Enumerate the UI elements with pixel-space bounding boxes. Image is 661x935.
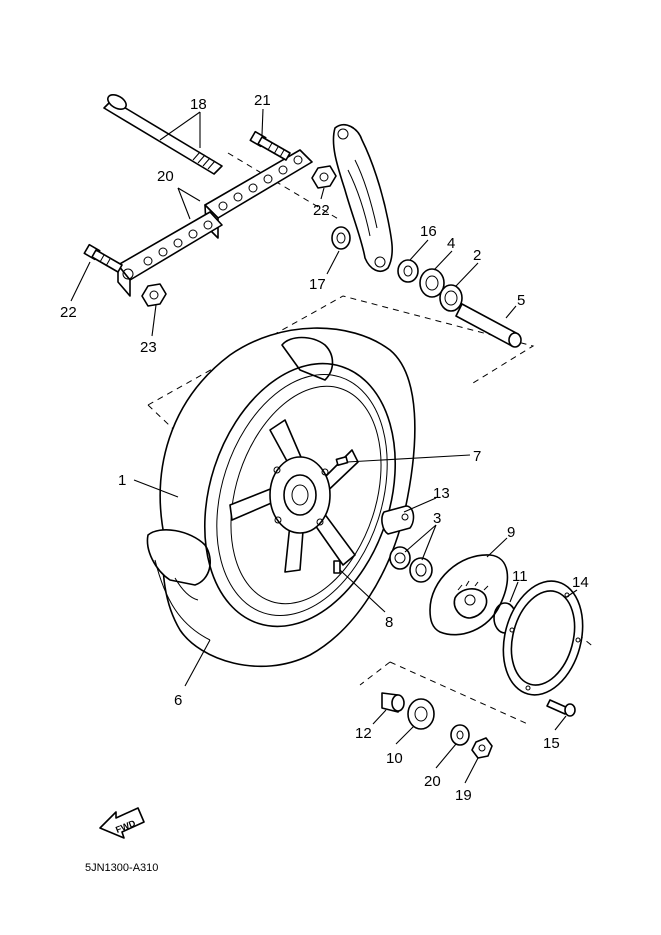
callout-4: 4	[447, 235, 455, 252]
callout-20: 20	[424, 773, 441, 790]
callout-8: 8	[385, 614, 393, 631]
callout-14: 14	[572, 574, 589, 591]
washer-20	[450, 724, 470, 746]
front-axle-18	[103, 93, 223, 175]
callout-18: 18	[190, 96, 207, 113]
bolt-22-lower	[83, 243, 123, 273]
callout-5: 5	[517, 292, 525, 309]
callout-19: 19	[455, 787, 472, 804]
nut-23-lower	[141, 283, 167, 307]
callout-7: 7	[473, 448, 481, 465]
nut-23-upper	[311, 165, 337, 189]
speedo-gear-13	[381, 505, 415, 535]
callout-2: 2	[473, 247, 481, 264]
bolt-22-upper	[249, 130, 291, 161]
oil-seal-4	[419, 268, 445, 298]
axle-bracket-21	[117, 149, 313, 297]
callout-11: 11	[512, 568, 528, 585]
gear-unit-9	[429, 554, 509, 636]
valve-7	[335, 456, 349, 466]
callout-21: 20	[157, 168, 174, 185]
front-wheel	[146, 327, 416, 668]
balance-weight-8	[333, 560, 341, 574]
callout-6: 6	[174, 692, 182, 709]
collar-12	[381, 692, 405, 713]
leader-lines	[70, 108, 578, 784]
diagram-part-number: 5JN1300-A310	[85, 862, 158, 874]
callout-9: 9	[507, 524, 515, 541]
callout-13: 13	[433, 485, 450, 502]
callout-1: 1	[118, 472, 126, 489]
callout-16: 16	[420, 223, 437, 240]
bearing-2	[439, 284, 463, 312]
callout-22-upper: 21	[254, 92, 271, 109]
disc-cover-14	[502, 580, 584, 696]
caliper-bracket	[332, 124, 393, 272]
callout-22-lower: 22	[60, 304, 77, 321]
spacer-17	[331, 226, 351, 250]
callout-17: 17	[309, 276, 326, 293]
fwd-arrow-icon: FWD	[99, 807, 145, 839]
bearing-3b	[409, 557, 433, 583]
collar-16	[397, 259, 419, 283]
callout-23-lower: 23	[140, 339, 157, 356]
callout-12: 12	[355, 725, 372, 742]
collar-5	[455, 303, 522, 348]
bearing-3a	[389, 546, 411, 570]
callout-23-upper: 22	[313, 202, 330, 219]
callout-3: 3	[433, 510, 441, 527]
screw-15	[546, 699, 576, 717]
nut-19	[471, 737, 493, 759]
callout-15: 15	[543, 735, 560, 752]
callout-10: 10	[386, 750, 403, 767]
bearing-10	[407, 698, 435, 730]
callout-labels: 18 21 20 22 16 4 2 17 5 22 23 7 1 13 3 9…	[60, 92, 589, 804]
